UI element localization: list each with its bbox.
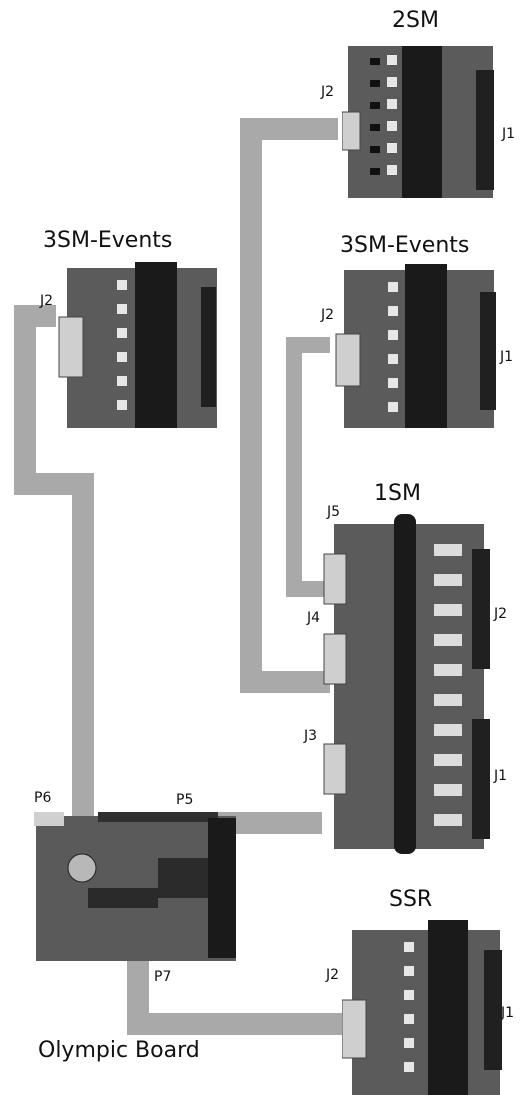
connector-label-j2: J2 [494, 606, 508, 622]
connector-label-j1: J1 [500, 349, 514, 365]
board-title-ssr: SSR [389, 887, 433, 912]
board-title-2sm: 2SM [392, 8, 439, 33]
board-title-3sm-events-right: 3SM-Events [340, 233, 470, 258]
cable-3sm-left-to-p6 [36, 305, 56, 327]
cable-2sm-to-1sm-j4 [240, 118, 338, 140]
cable-2sm-to-1sm-j4 [240, 118, 262, 693]
relay-board-2sm [342, 46, 494, 198]
connector-label-j3: J3 [304, 728, 318, 744]
board-title-1sm: 1SM [374, 481, 421, 506]
connector-label-j1: J1 [502, 126, 516, 142]
relay-board-3sm-events-right [335, 264, 496, 428]
connector-label-p6: P6 [34, 790, 52, 806]
board-title-3sm-events-left: 3SM-Events [43, 228, 173, 253]
connector-label-p5: P5 [176, 792, 194, 808]
cable-3sm-right-to-1sm-j5 [286, 337, 330, 353]
connector-label-p7: P7 [154, 969, 172, 985]
cable-2sm-to-1sm-j4 [240, 671, 330, 693]
cable-3sm-right-to-1sm-j5 [286, 337, 302, 597]
board-title-olympic: Olympic Board [38, 1038, 200, 1063]
connector-label-j2: J2 [321, 84, 335, 100]
connector-label-j1: J1 [501, 1005, 515, 1021]
cable-3sm-right-to-1sm-j5 [286, 581, 324, 597]
olympic-controller-board [34, 812, 236, 961]
connector-label-j4: J4 [307, 610, 321, 626]
cable-p7-to-ssr [127, 1013, 347, 1035]
connector-label-j5: J5 [327, 504, 341, 520]
relay-board-ssr [342, 920, 502, 1095]
connector-label-j2: J2 [326, 967, 340, 983]
relay-board-1sm [323, 514, 490, 854]
cable-3sm-left-to-p6 [72, 473, 94, 828]
connector-label-j2: J2 [40, 293, 54, 309]
relay-board-3sm-events-left [58, 262, 217, 428]
cable-3sm-left-to-p6 [14, 305, 36, 495]
connector-label-j1: J1 [494, 768, 508, 784]
connector-label-j2: J2 [321, 307, 335, 323]
